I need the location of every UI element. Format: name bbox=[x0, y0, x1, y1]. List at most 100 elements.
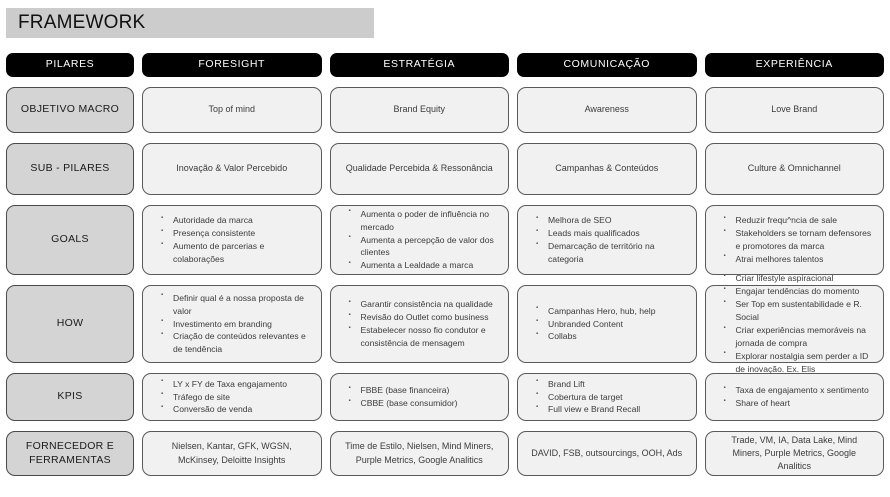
cell-text: Nielsen, Kantar, GFK, WGSN, McKinsey, De… bbox=[171, 441, 292, 465]
list-item: LY x FY de Taxa engajamento bbox=[161, 377, 313, 391]
list-item: FBBE (base financeira) bbox=[349, 384, 501, 397]
list-item: Criar experiências memoráveis na jornada… bbox=[724, 324, 876, 350]
cell-sub-comunicacao[interactable]: Campanhas & Conteúdos bbox=[517, 143, 697, 195]
list-item: Stakeholders se tornam defensores e prom… bbox=[724, 227, 876, 253]
cell-text: Inovação & Valor Percebido bbox=[176, 163, 288, 174]
cell-fornecedor-comunicacao[interactable]: DAVID, FSB, outsourcings, OOH, Ads bbox=[517, 431, 697, 476]
framework-grid: PILARES FORESIGHT ESTRATÉGIA COMUNICAÇÃO… bbox=[6, 53, 884, 476]
row-label-objetivo-macro[interactable]: OBJETIVO MACRO bbox=[6, 87, 134, 133]
bullet-list: Taxa de engajamento x sentimentoShare of… bbox=[706, 384, 884, 410]
list-item: Criação de conteúdos relevantes e de ten… bbox=[161, 330, 313, 356]
row-goals: GOALS Autoridade da marcaPresença consis… bbox=[6, 205, 884, 275]
cell-how-foresight[interactable]: Definir qual é a nossa proposta de valor… bbox=[142, 285, 322, 363]
cell-kpis-estrategia[interactable]: FBBE (base financeira)CBBE (base consumi… bbox=[329, 373, 509, 421]
cell-kpis-foresight[interactable]: LY x FY de Taxa engajamentoTráfego de si… bbox=[142, 373, 322, 421]
cell-text: DAVID, FSB, outsourcings, OOH, Ads bbox=[531, 447, 683, 458]
cell-text: Awareness bbox=[584, 104, 629, 115]
cell-sub-foresight[interactable]: Inovação & Valor Percebido bbox=[142, 143, 322, 195]
bullet-list: Criar lifestyle aspiracionalEngajar tend… bbox=[706, 272, 884, 375]
list-item: Aumento de parcerias e colaborações bbox=[161, 240, 313, 266]
list-item: Autoridade da marca bbox=[161, 214, 313, 227]
cell-text: Time de Estilo, Nielsen, Mind Miners, Pu… bbox=[345, 441, 494, 465]
row-label-text: OBJETIVO MACRO bbox=[20, 103, 120, 116]
header-cell-estrategia[interactable]: ESTRATÉGIA bbox=[329, 53, 509, 77]
header-cell-foresight[interactable]: FORESIGHT bbox=[142, 53, 322, 77]
list-item: Atrai melhores talentos bbox=[724, 252, 876, 266]
header-cell-comunicacao[interactable]: COMUNICAÇÃO bbox=[517, 53, 697, 77]
header-label-foresight: FORESIGHT bbox=[198, 58, 266, 71]
list-item: Aumenta o poder de influência no mercado bbox=[349, 207, 501, 234]
bullet-list: Brand LiftCobertura de targetFull view e… bbox=[518, 377, 696, 417]
row-label-goals[interactable]: GOALS bbox=[6, 205, 134, 275]
bullet-list: Aumenta o poder de influência no mercado… bbox=[331, 207, 509, 272]
row-label-text: GOALS bbox=[51, 233, 89, 246]
row-label-kpis[interactable]: KPIS bbox=[6, 373, 134, 421]
header-cell-pilares[interactable]: PILARES bbox=[6, 53, 134, 77]
header-row: PILARES FORESIGHT ESTRATÉGIA COMUNICAÇÃO… bbox=[6, 53, 884, 77]
list-item: Revisão do Outlet como business bbox=[349, 311, 501, 324]
list-item: Campanhas Hero, hub, help bbox=[536, 304, 688, 318]
cell-text: Love Brand bbox=[771, 104, 818, 115]
list-item: Tráfego de site bbox=[161, 390, 313, 404]
list-item: Aumenta a percepção de valor dos cliente… bbox=[349, 233, 501, 260]
list-item: Demarcação de território na categoria bbox=[536, 240, 688, 266]
header-label-pilares: PILARES bbox=[45, 58, 95, 71]
cell-sub-estrategia[interactable]: Qualidade Percebida & Ressonância bbox=[329, 143, 509, 195]
cell-fornecedor-foresight[interactable]: Nielsen, Kantar, GFK, WGSN, McKinsey, De… bbox=[142, 431, 322, 476]
cell-goals-comunicacao[interactable]: Melhora de SEOLeads mais qualificadosDem… bbox=[517, 205, 697, 275]
list-item: Cobertura de target bbox=[536, 390, 688, 404]
row-label-text: KPIS bbox=[57, 390, 83, 403]
list-item: Full view e Brand Recall bbox=[536, 403, 688, 416]
list-item: Reduzir frequ^ncia de sale bbox=[724, 214, 876, 227]
cell-kpis-experiencia[interactable]: Taxa de engajamento x sentimentoShare of… bbox=[704, 373, 884, 421]
cell-kpis-comunicacao[interactable]: Brand LiftCobertura de targetFull view e… bbox=[517, 373, 697, 421]
cell-goals-foresight[interactable]: Autoridade da marcaPresença consistenteA… bbox=[142, 205, 322, 275]
cell-objetivo-experiencia[interactable]: Love Brand bbox=[704, 87, 884, 133]
cell-how-experiencia[interactable]: Criar lifestyle aspiracionalEngajar tend… bbox=[704, 272, 884, 374]
page-title: FRAMEWORK bbox=[18, 12, 146, 33]
row-objetivo-macro: OBJETIVO MACRO Top of mind Brand Equity … bbox=[6, 87, 884, 133]
cell-objetivo-foresight[interactable]: Top of mind bbox=[142, 87, 322, 133]
list-item: Ser Top em sustentabilidade e R. Social bbox=[724, 298, 876, 324]
cell-goals-experiencia[interactable]: Reduzir frequ^ncia de saleStakeholders s… bbox=[704, 205, 884, 275]
cell-how-estrategia[interactable]: Garantir consistência na qualidadeRevisã… bbox=[329, 285, 509, 363]
list-item: Melhora de SEO bbox=[536, 214, 688, 227]
cell-goals-estrategia[interactable]: Aumenta o poder de influência no mercado… bbox=[329, 205, 509, 275]
bullet-list: Definir qual é a nossa proposta de valor… bbox=[143, 291, 321, 356]
list-item: Definir qual é a nossa proposta de valor bbox=[161, 291, 313, 318]
cell-fornecedor-experiencia[interactable]: Trade, VM, IA, Data Lake, Mind Miners, P… bbox=[704, 431, 884, 476]
row-label-fornecedor[interactable]: FORNECEDOR E FERRAMENTAS bbox=[6, 431, 134, 476]
header-label-experiencia: EXPERIÊNCIA bbox=[755, 58, 833, 71]
list-item: Criar lifestyle aspiracional bbox=[724, 272, 876, 285]
cell-text: Brand Equity bbox=[393, 104, 446, 115]
row-kpis: KPIS LY x FY de Taxa engajamentoTráfego … bbox=[6, 373, 884, 421]
row-label-text: HOW bbox=[56, 317, 84, 330]
cell-how-comunicacao[interactable]: Campanhas Hero, hub, helpUnbranded Conte… bbox=[517, 285, 697, 363]
list-item: Presença consistente bbox=[161, 227, 313, 240]
list-item: Estabelecer nosso fio condutor e consist… bbox=[349, 324, 501, 350]
cell-text: Top of mind bbox=[208, 104, 256, 115]
cell-sub-experiencia[interactable]: Culture & Omnichannel bbox=[704, 143, 884, 195]
list-item: Share of heart bbox=[724, 397, 876, 410]
list-item: Explorar nostalgia sem perder a ID de in… bbox=[724, 349, 876, 376]
row-fornecedor-ferramentas: FORNECEDOR E FERRAMENTAS Nielsen, Kantar… bbox=[6, 431, 884, 476]
header-cell-experiencia[interactable]: EXPERIÊNCIA bbox=[704, 53, 884, 77]
bullet-list: Melhora de SEOLeads mais qualificadosDem… bbox=[518, 214, 696, 266]
cell-objetivo-comunicacao[interactable]: Awareness bbox=[517, 87, 697, 133]
cell-objetivo-estrategia[interactable]: Brand Equity bbox=[329, 87, 509, 133]
row-sub-pilares: SUB - PILARES Inovação & Valor Percebido… bbox=[6, 143, 884, 195]
bullet-list: Campanhas Hero, hub, helpUnbranded Conte… bbox=[518, 304, 696, 344]
cell-text: Qualidade Percebida & Ressonância bbox=[345, 163, 493, 174]
row-label-text: SUB - PILARES bbox=[30, 162, 110, 175]
bullet-list: LY x FY de Taxa engajamentoTráfego de si… bbox=[143, 377, 321, 417]
row-how: HOW Definir qual é a nossa proposta de v… bbox=[6, 272, 884, 374]
cell-text: Campanhas & Conteúdos bbox=[555, 163, 659, 174]
row-label-how[interactable]: HOW bbox=[6, 285, 134, 363]
list-item: Collabs bbox=[536, 330, 688, 343]
row-label-sub-pilares[interactable]: SUB - PILARES bbox=[6, 143, 134, 195]
cell-fornecedor-estrategia[interactable]: Time de Estilo, Nielsen, Mind Miners, Pu… bbox=[329, 431, 509, 476]
list-item: Taxa de engajamento x sentimento bbox=[724, 384, 876, 397]
cell-text: Culture & Omnichannel bbox=[747, 163, 841, 174]
page-title-banner: FRAMEWORK bbox=[6, 8, 374, 38]
